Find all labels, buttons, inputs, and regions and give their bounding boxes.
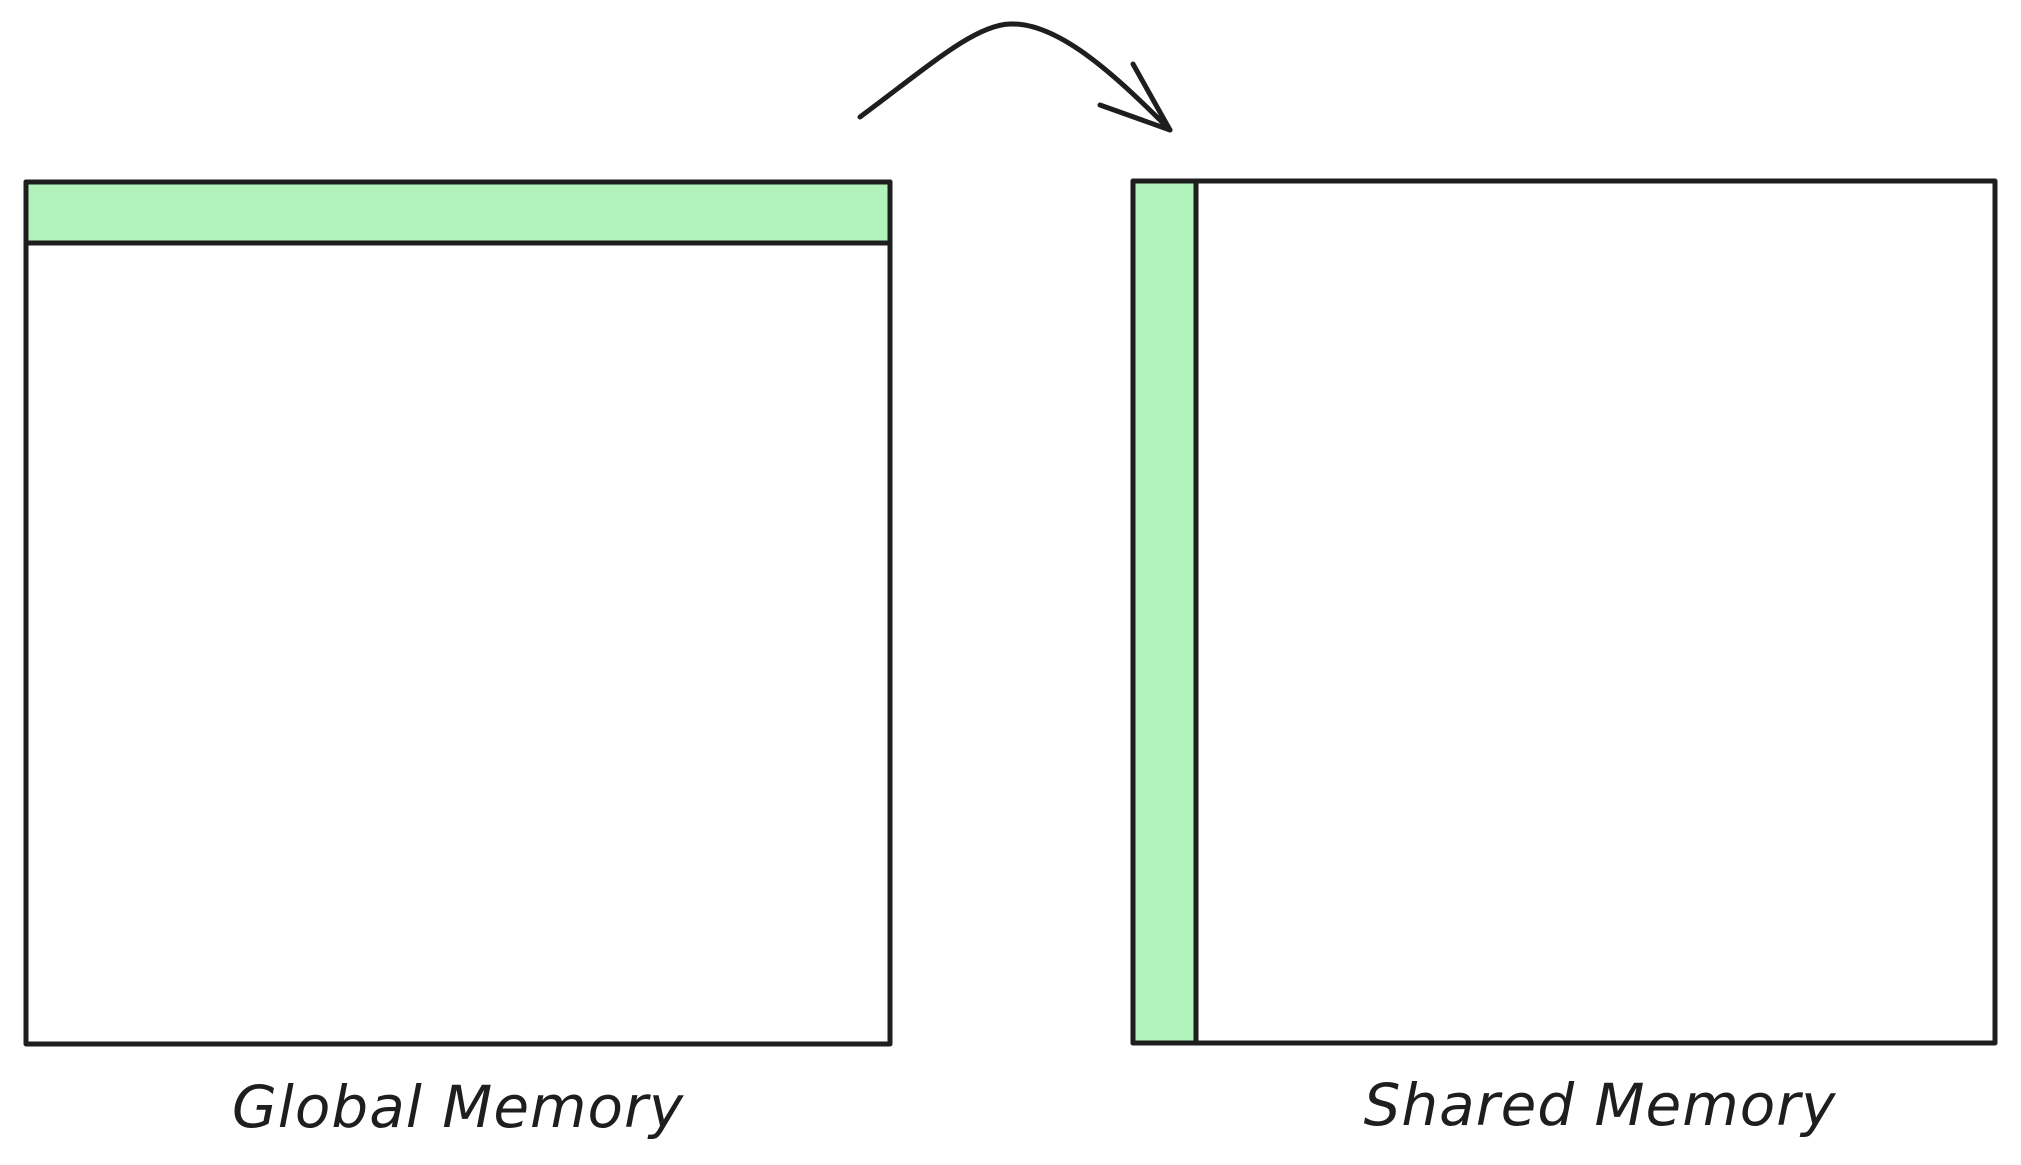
global-memory-box: [23, 179, 893, 1047]
transfer-arrow: [857, 21, 1173, 133]
shared-memory-highlighted-column: [1130, 178, 1199, 1046]
transfer-arrow-curve: [857, 21, 1173, 133]
transfer-arrow-head-icon: [1097, 61, 1173, 133]
shared-memory-label: Shared Memory: [1364, 1071, 1837, 1139]
global-memory-label: Global Memory: [232, 1073, 684, 1141]
shared-memory-box: [1130, 178, 1998, 1046]
global-memory-panel: [23, 179, 893, 1047]
global-memory-highlighted-row: [23, 179, 893, 246]
shared-memory-panel: [1130, 178, 1998, 1046]
